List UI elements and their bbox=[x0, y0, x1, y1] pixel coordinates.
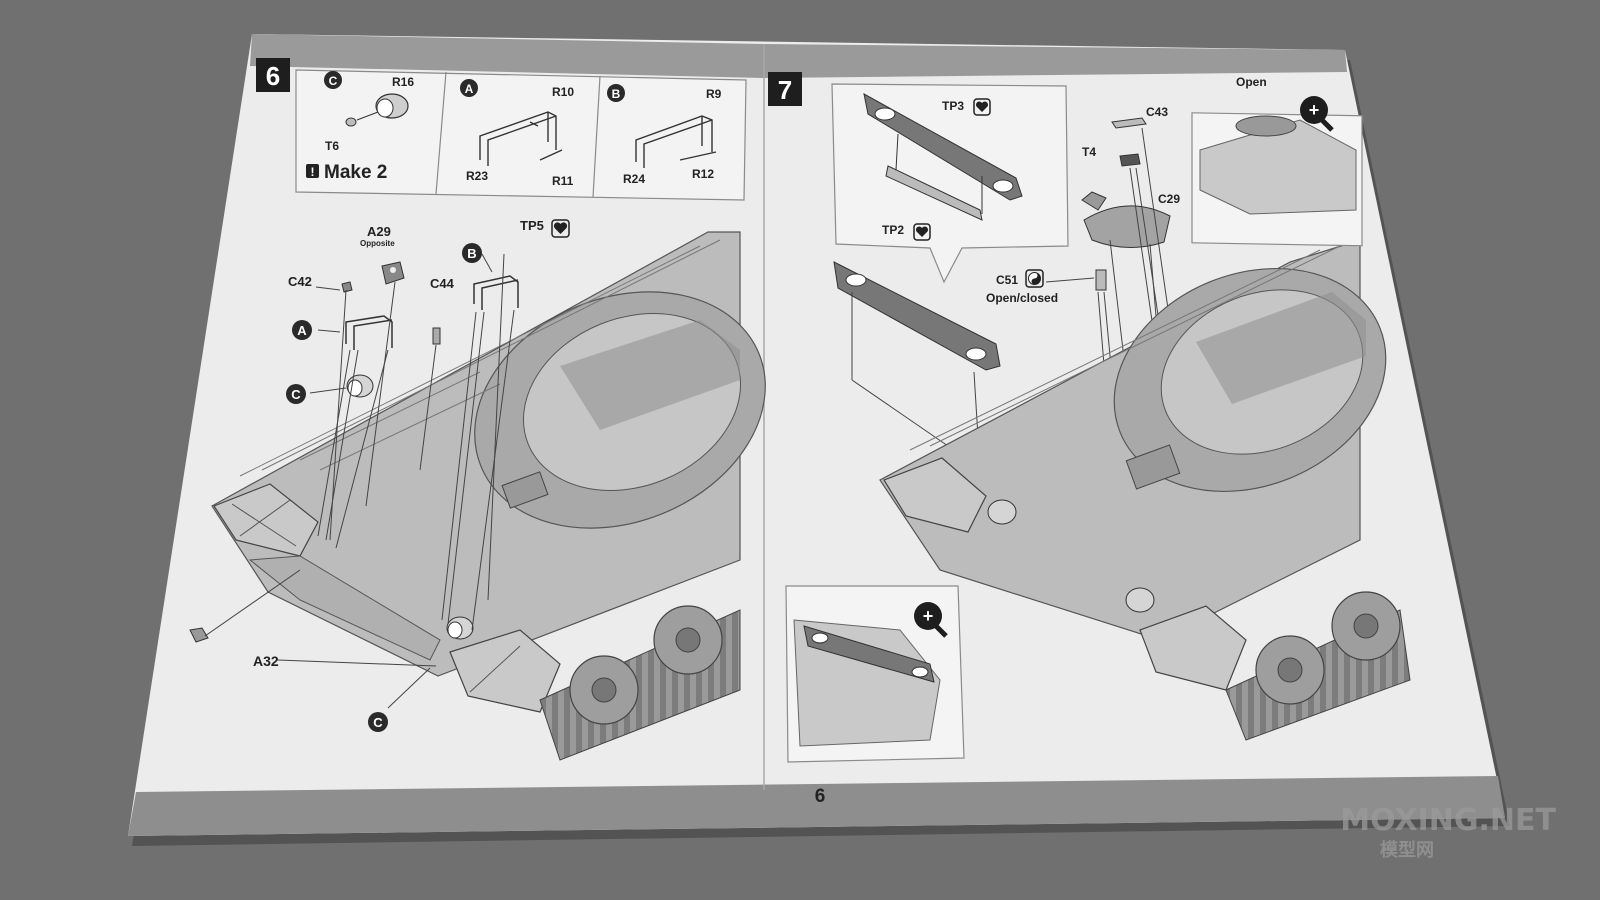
frame-part-a bbox=[479, 111, 563, 166]
panel-a-callout bbox=[460, 79, 478, 97]
step7-subassembly-box: TP3 TP2 bbox=[831, 83, 1069, 284]
label-r11: R11 bbox=[552, 174, 574, 188]
step6-subassembly-box: C R16 T6 ! Make 2 A R10 R23 R11 bbox=[295, 69, 747, 201]
road-wheels-6 bbox=[569, 605, 723, 725]
label-r9: R9 bbox=[706, 87, 722, 101]
svg-text:!: ! bbox=[311, 165, 315, 179]
panel-b: B R9 R24 R12 bbox=[607, 84, 722, 186]
top-band-right bbox=[764, 44, 1347, 78]
page-number: 6 bbox=[815, 786, 826, 807]
bottom-band bbox=[128, 776, 1505, 836]
label-a29: A29 bbox=[367, 224, 391, 239]
zoom-magnifier-icon-1 bbox=[1300, 96, 1328, 124]
panel-c: C R16 T6 ! Make 2 bbox=[306, 71, 414, 183]
step7-badge: 7 bbox=[768, 72, 802, 106]
zoom-detail-open: Open + bbox=[1191, 75, 1363, 247]
broken-heart-icon-tp3 bbox=[973, 98, 991, 116]
label-r23: R23 bbox=[466, 169, 488, 183]
assembly-lines-6 bbox=[204, 253, 515, 709]
yin-yang-icon bbox=[1025, 269, 1044, 288]
label-open-closed: Open/closed bbox=[986, 291, 1058, 305]
step6-badge: 6 bbox=[256, 58, 290, 92]
step6-number: 6 bbox=[266, 61, 280, 91]
svg-text:A: A bbox=[297, 323, 307, 338]
svg-text:+: + bbox=[1309, 100, 1320, 120]
step7-number: 7 bbox=[778, 75, 792, 105]
panel-a: A R10 R23 R11 bbox=[460, 79, 574, 188]
label-c51: C51 bbox=[996, 273, 1018, 287]
label-tp3: TP3 bbox=[942, 99, 964, 113]
callout-c-6-lower: C bbox=[368, 712, 388, 732]
label-tp5: TP5 bbox=[520, 218, 544, 233]
label-c44: C44 bbox=[430, 276, 455, 291]
make-2-note: Make 2 bbox=[324, 162, 387, 183]
broken-heart-icon-tp5 bbox=[551, 219, 570, 238]
frame-a-exploded bbox=[345, 315, 393, 350]
label-t4: T4 bbox=[1082, 145, 1096, 159]
panel-c-callout bbox=[324, 71, 342, 89]
label-t6: T6 bbox=[325, 139, 339, 153]
frame-b-exploded bbox=[473, 275, 519, 310]
callout-a-6: A bbox=[292, 320, 312, 340]
label-r10: R10 bbox=[552, 85, 574, 99]
label-tp2: TP2 bbox=[882, 223, 904, 237]
svg-text:C: C bbox=[291, 387, 301, 402]
front-box-left-6 bbox=[213, 483, 319, 557]
broken-heart-icon-tp2 bbox=[913, 223, 931, 241]
label-c43: C43 bbox=[1146, 105, 1168, 119]
rear-box-6 bbox=[449, 629, 561, 713]
step7-tank-drawing bbox=[879, 239, 1411, 741]
label-a32: A32 bbox=[253, 653, 279, 669]
step6-tank-drawing: A29 Opposite TP5 C42 C44 A32 bbox=[189, 218, 766, 761]
callout-c-6-upper: C bbox=[286, 384, 306, 404]
part-a29 bbox=[381, 261, 405, 285]
warning-icon bbox=[306, 164, 319, 178]
frame-part-b bbox=[635, 115, 717, 168]
panel-b-letter: B bbox=[612, 87, 621, 101]
label-open: Open bbox=[1236, 75, 1267, 89]
svg-text:+: + bbox=[923, 606, 934, 626]
watermark-sub: 模型网 bbox=[1380, 839, 1434, 861]
top-band-left bbox=[250, 34, 764, 78]
panel-c-letter: C bbox=[329, 74, 338, 88]
panel-b-callout bbox=[607, 84, 625, 102]
road-wheels-7 bbox=[1255, 591, 1401, 705]
panel-a-letter: A bbox=[465, 82, 474, 96]
label-c29: C29 bbox=[1158, 192, 1180, 206]
rear-box-7 bbox=[1139, 605, 1247, 691]
assembled-tow-cable bbox=[833, 261, 1001, 471]
watermark-brand: MOXING.NET bbox=[1340, 803, 1556, 838]
svg-text:B: B bbox=[467, 246, 476, 261]
label-r24: R24 bbox=[623, 172, 645, 186]
zoom-magnifier-icon-2 bbox=[914, 602, 942, 630]
front-box-7 bbox=[883, 457, 987, 533]
zoom-detail-closed: + bbox=[785, 585, 965, 763]
tow-cable-plate bbox=[863, 93, 1023, 201]
label-r12: R12 bbox=[692, 167, 714, 181]
callout-b-6: B bbox=[462, 243, 482, 263]
label-r16: R16 bbox=[392, 75, 414, 89]
svg-text:C: C bbox=[373, 715, 383, 730]
label-c42: C42 bbox=[288, 274, 312, 289]
label-opposite: Opposite bbox=[360, 239, 395, 248]
